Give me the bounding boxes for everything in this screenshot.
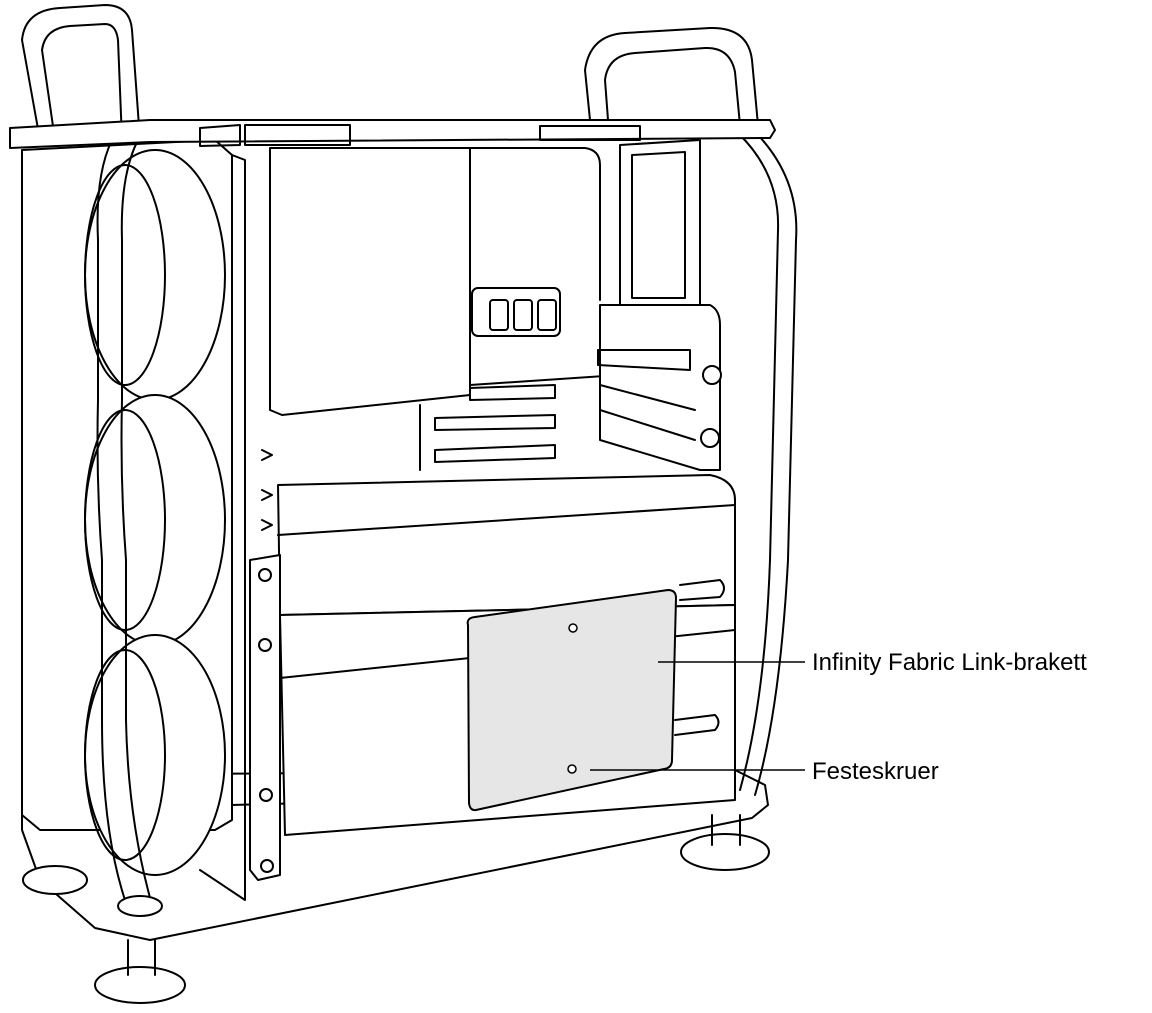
port-panel (471, 287, 561, 337)
fans (84, 149, 226, 876)
callout-label-screws: Festeskruer (812, 758, 939, 785)
feet (22, 814, 770, 1004)
rail-screws (258, 568, 274, 873)
callout-label-bracket: Infinity Fabric Link-brakett (812, 649, 1087, 676)
infinity-fabric-link-bracket (466, 588, 678, 812)
left-handle (21, 4, 163, 917)
module-upper (277, 474, 736, 616)
mounting-screw-bottom (567, 764, 577, 774)
pcie-slots (419, 384, 556, 471)
right-handle (584, 26, 798, 796)
mounting-screw-top (568, 623, 578, 633)
